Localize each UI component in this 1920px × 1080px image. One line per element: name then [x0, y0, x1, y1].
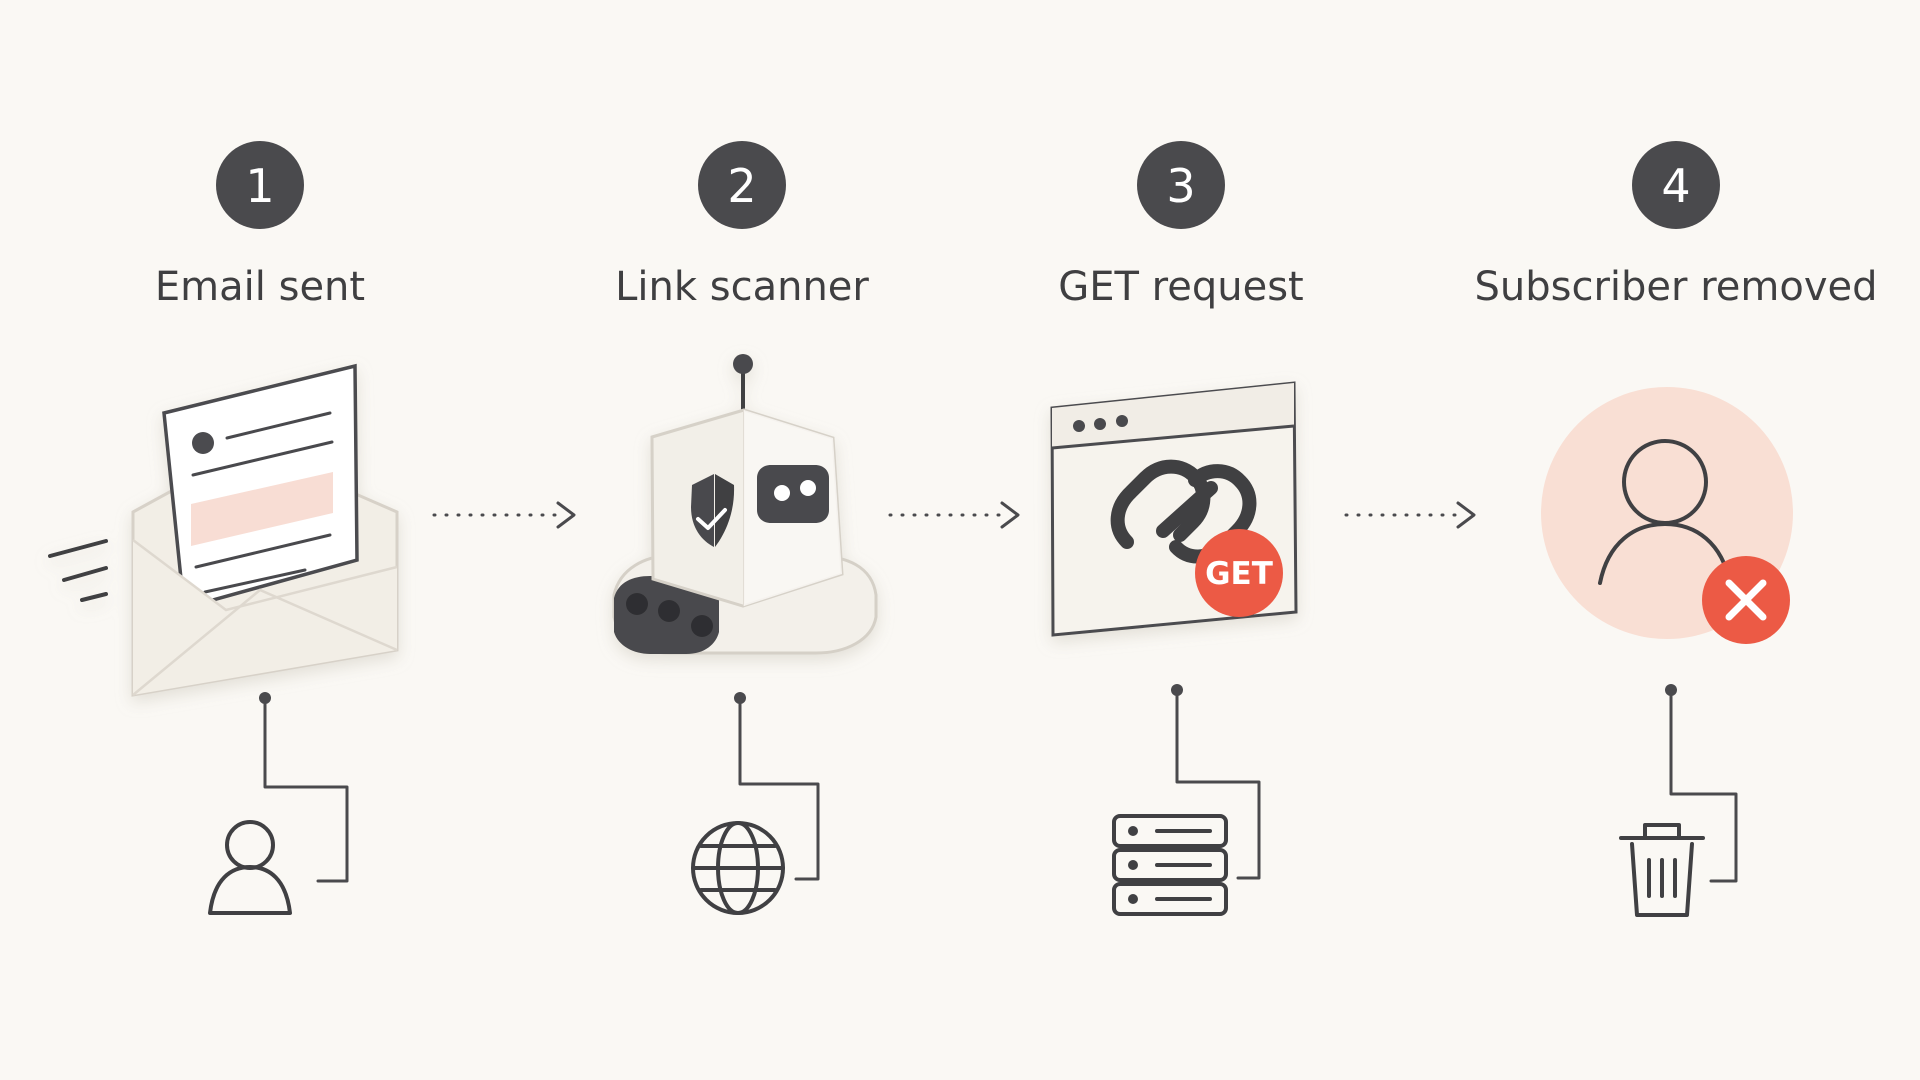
step-number-badge [1137, 141, 1225, 229]
user-icon [208, 820, 292, 915]
step-title: Subscriber removed [1475, 264, 1878, 310]
letter-dot [192, 432, 214, 454]
browser-icon: GET [1050, 381, 1298, 637]
get-badge [1195, 529, 1283, 617]
connector-line [734, 692, 820, 881]
step-title: GET request [1058, 264, 1303, 310]
trash-icon [1619, 823, 1705, 917]
motion-line [62, 566, 108, 582]
robot-icon [612, 354, 878, 655]
step-1: 1 Email sent [48, 141, 399, 915]
step-title: Email sent [155, 264, 365, 310]
step-2: 2 Link scanner [612, 141, 878, 915]
highlight-line [191, 472, 333, 546]
robot-eyes [757, 465, 829, 523]
step-number-badge [216, 141, 304, 229]
step-number-badge [1632, 141, 1720, 229]
connector-line [259, 692, 349, 883]
step-4: 4 Subscriber removed [1475, 141, 1878, 917]
envelope-icon [48, 363, 399, 697]
flow-arrow [432, 501, 576, 529]
step-title: Link scanner [615, 264, 869, 310]
user-removed-icon [1541, 387, 1793, 644]
step-number: 1 [245, 159, 274, 213]
connector-line [1665, 684, 1738, 883]
globe-icon [691, 821, 785, 915]
get-badge-label: GET [1205, 556, 1273, 592]
server-icon [1112, 814, 1228, 916]
flow-arrow [888, 501, 1020, 529]
connector-line [1171, 684, 1261, 880]
step-3: 3 GET request GET [1050, 141, 1304, 916]
step-number-badge [698, 141, 786, 229]
step-number: 3 [1166, 159, 1195, 213]
step-number: 2 [727, 159, 756, 213]
motion-line [80, 592, 108, 602]
flow-arrow [1344, 501, 1476, 529]
step-number: 4 [1661, 159, 1690, 213]
motion-line [48, 539, 108, 558]
